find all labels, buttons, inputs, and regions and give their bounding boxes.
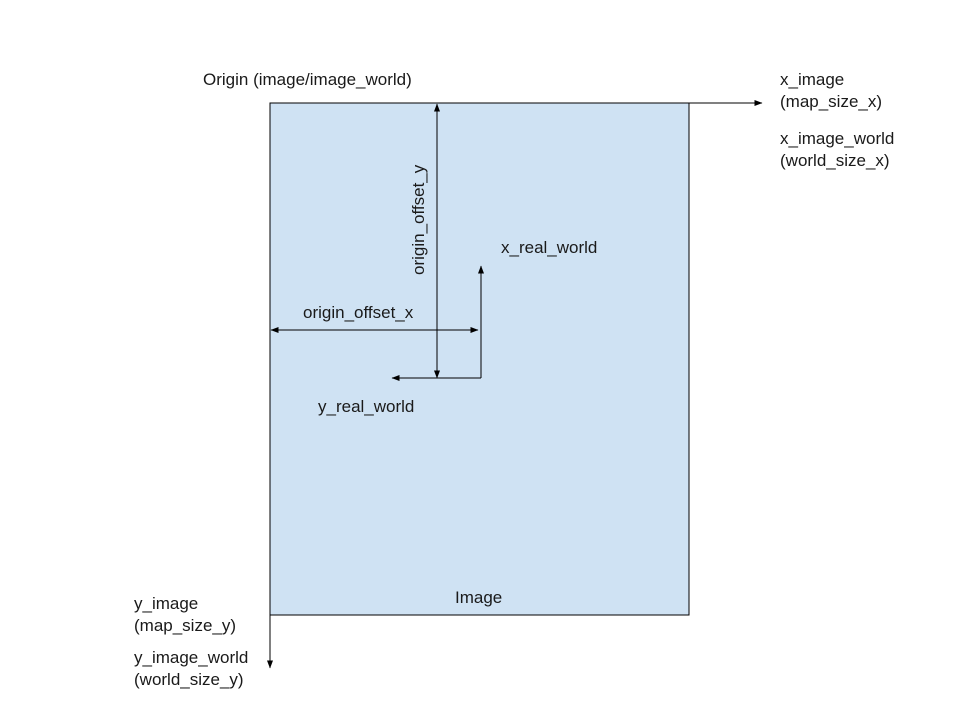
world-size-y-label: (world_size_y) xyxy=(134,670,244,689)
y-real-world-label: y_real_world xyxy=(318,397,414,416)
x-real-world-label: x_real_world xyxy=(501,238,597,257)
map-size-x-label: (map_size_x) xyxy=(780,92,882,111)
image-label: Image xyxy=(455,588,502,607)
image-rectangle xyxy=(269,102,690,616)
map-size-y-label: (map_size_y) xyxy=(134,616,236,635)
world-size-x-label: (world_size_x) xyxy=(780,151,890,170)
origin-offset-x-label: origin_offset_x xyxy=(303,303,414,322)
origin-label: Origin (image/image_world) xyxy=(203,70,412,89)
x-image-label: x_image xyxy=(780,70,844,89)
origin-offset-y-label: origin_offset_y xyxy=(409,164,428,275)
x-image-world-label: x_image_world xyxy=(780,129,894,148)
y-image-world-label: y_image_world xyxy=(134,648,248,667)
y-image-label: y_image xyxy=(134,594,198,613)
